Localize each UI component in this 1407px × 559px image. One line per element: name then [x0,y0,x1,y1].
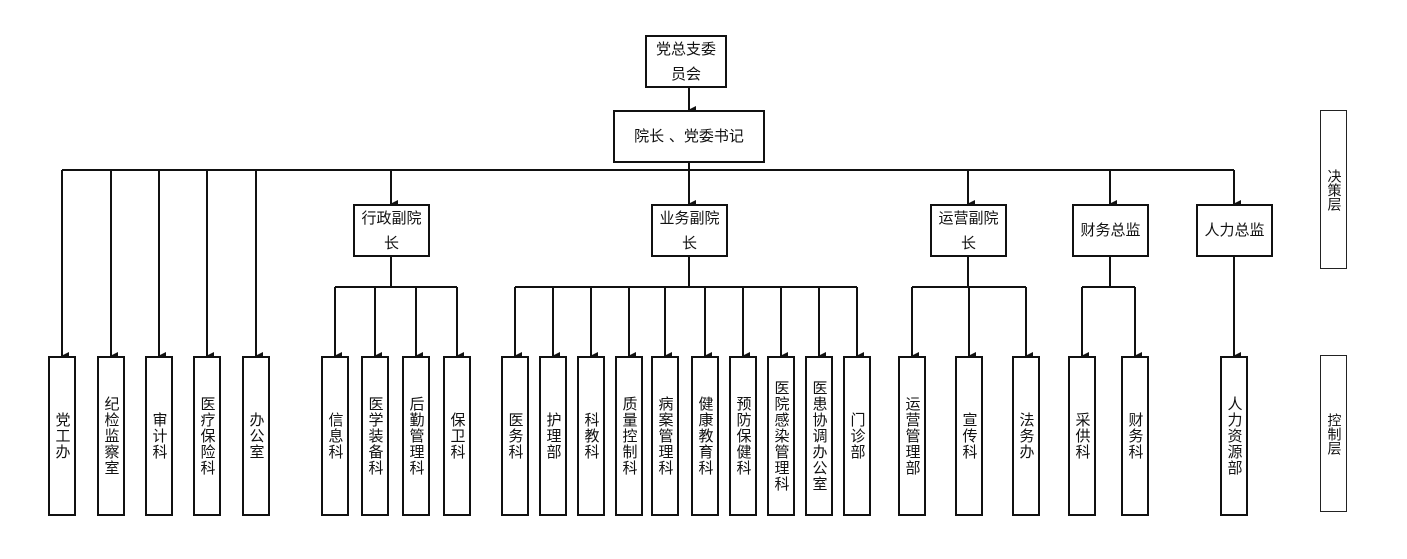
dept-label: 门诊部 [848,412,867,460]
dept-label: 医院感染管理科 [772,380,791,492]
dept-label: 信息科 [326,412,345,460]
dept-party-office: 党工办 [48,356,76,516]
dept-legal: 法务办 [1012,356,1040,516]
dept-publicity: 宣传科 [955,356,983,516]
dept-operations-management: 运营管理部 [898,356,926,516]
president-box: 院长 、党委书记 [613,110,765,163]
dept-equipment: 医学装备科 [361,356,389,516]
dept-label: 健康教育科 [696,396,715,476]
dept-quality-control: 质量控制科 [615,356,643,516]
decision-layer-label: 决策层 [1320,110,1347,269]
dept-office: 办公室 [242,356,270,516]
dept-label: 办公室 [247,412,266,460]
party-committee-label: 党总支委员会 [655,39,716,83]
dept-preventive-care: 预防保健科 [729,356,757,516]
dept-label: 党工办 [53,412,72,460]
dept-label: 医学装备科 [366,396,385,476]
dept-procurement: 采供科 [1068,356,1096,516]
dept-label: 纪检监察室 [102,396,121,476]
dept-discipline: 纪检监察室 [97,356,125,516]
dept-label: 法务办 [1017,412,1036,460]
cfo-box: 财务总监 [1072,204,1149,257]
dept-label: 人力资源部 [1225,396,1244,476]
vp-business-label: 业务副院长 [659,208,720,252]
dept-label: 保卫科 [448,412,467,460]
dept-label: 财务科 [1126,412,1145,460]
dept-medical-records: 病案管理科 [651,356,679,516]
dept-label: 医务科 [506,412,525,460]
dept-patient-relations: 医患协调办公室 [805,356,833,516]
control-layer-text: 控制层 [1325,412,1342,455]
cfo-label: 财务总监 [1080,221,1141,239]
dept-medical-insurance: 医疗保险科 [193,356,221,516]
dept-finance: 财务科 [1121,356,1149,516]
dept-human-resources: 人力资源部 [1220,356,1248,516]
chro-box: 人力总监 [1196,204,1273,257]
dept-medical-affairs: 医务科 [501,356,529,516]
decision-layer-text: 决策层 [1325,168,1342,211]
dept-outpatient: 门诊部 [843,356,871,516]
dept-label: 科教科 [582,412,601,460]
vp-admin-box: 行政副院长 [353,204,430,257]
dept-label: 宣传科 [960,412,979,460]
dept-label: 护理部 [544,412,563,460]
dept-health-education: 健康教育科 [691,356,719,516]
vp-admin-label: 行政副院长 [361,208,422,252]
dept-information: 信息科 [321,356,349,516]
chro-label: 人力总监 [1204,221,1265,239]
president-label: 院长 、党委书记 [634,127,744,145]
dept-label: 质量控制科 [620,396,639,476]
dept-nursing: 护理部 [539,356,567,516]
dept-audit: 审计科 [145,356,173,516]
dept-security: 保卫科 [443,356,471,516]
dept-label: 审计科 [150,412,169,460]
dept-label: 医疗保险科 [198,396,217,476]
dept-label: 医患协调办公室 [810,380,829,492]
dept-logistics: 后勤管理科 [402,356,430,516]
dept-label: 运营管理部 [903,396,922,476]
dept-label: 采供科 [1073,412,1092,460]
vp-operations-label: 运营副院长 [938,208,999,252]
dept-label: 后勤管理科 [407,396,426,476]
dept-label: 病案管理科 [656,396,675,476]
party-committee-box: 党总支委员会 [645,35,727,88]
vp-business-box: 业务副院长 [651,204,728,257]
dept-label: 预防保健科 [734,396,753,476]
dept-infection-control: 医院感染管理科 [767,356,795,516]
control-layer-label: 控制层 [1320,355,1347,512]
vp-operations-box: 运营副院长 [930,204,1007,257]
dept-science-education: 科教科 [577,356,605,516]
